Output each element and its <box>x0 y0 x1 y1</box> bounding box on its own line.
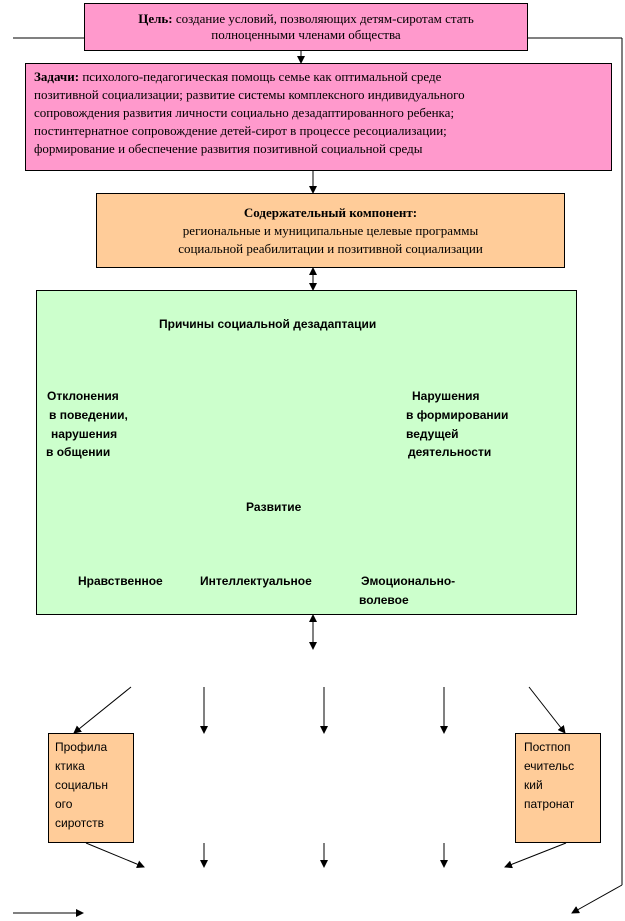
content-component-title-text: Содержательный компонент: <box>243 205 418 220</box>
tasks-box: Задачи: психолого-педагогическая помощь … <box>25 63 612 171</box>
right-frame-bottom-arrow <box>571 884 623 914</box>
prevention-line-1: Профила <box>55 740 108 754</box>
goal-label: Цель: <box>138 11 173 26</box>
causes-left-2: в поведении, <box>49 408 128 422</box>
prevention-line-4: ого <box>55 797 73 811</box>
tasks-text-3: сопровождения развития личности социальн… <box>34 105 455 120</box>
prevention-line-3: социальн <box>55 778 108 792</box>
causes-left-1: Отклонения <box>47 389 119 403</box>
patronage-line-4: патронат <box>524 797 575 811</box>
goal-text-1: создание условий, позволяющих детям-сиро… <box>175 11 474 26</box>
development-emotional-2: волевое <box>359 593 409 607</box>
content-component-title: Содержательный компонент: <box>97 204 564 222</box>
causes-right-4: деятельности <box>408 445 492 459</box>
tasks-text-5: формирование и обеспечение развития пози… <box>34 141 423 156</box>
development-title: Развитие <box>246 500 302 514</box>
goal-text-2: полноценными членами общества <box>211 27 401 42</box>
development-intellectual: Интеллектуальное <box>200 574 312 588</box>
prevention-line-5: сиротств <box>55 816 105 830</box>
causes-right-2: в формировании <box>406 408 509 422</box>
causes-box: Причины социальной дезадаптации Отклонен… <box>36 290 577 615</box>
tasks-text-4: постинтернатное сопровождение детей-сиро… <box>34 123 447 138</box>
causes-right-3: ведущей <box>406 427 459 441</box>
tasks-line-1: Задачи: психолого-педагогическая помощь … <box>34 68 611 86</box>
goal-line-1: Цель: создание условий, позволяющих детя… <box>85 11 527 27</box>
patronage-line-2: ечительс <box>524 759 575 773</box>
content-component-line-2: социальной реабилитации и позитивной соц… <box>178 241 483 256</box>
patronage-line-3: кий <box>524 778 543 792</box>
goal-box: Цель: создание условий, позволяющих детя… <box>84 3 528 51</box>
patronage-line-1: Постпоп <box>524 740 571 754</box>
prevention-line-2: ктика <box>55 759 85 773</box>
development-emotional-1: Эмоционально- <box>361 574 456 588</box>
arrow-to-patronage <box>528 686 566 734</box>
prevention-box: Профила ктика социальн ого сиротств <box>48 733 134 843</box>
causes-left-4: в общении <box>46 445 111 459</box>
arrow-to-prevention <box>73 686 132 734</box>
tasks-text-2: позитивной социализации; развитие систем… <box>34 87 465 102</box>
patronage-bottom-arrow <box>504 842 567 869</box>
tasks-label: Задачи: <box>34 69 80 84</box>
prevention-bottom-arrow <box>85 842 145 869</box>
tasks-text-1: психолого-педагогическая помощь семье ка… <box>82 69 442 84</box>
causes-left-3: нарушения <box>51 427 118 441</box>
development-moral: Нравственное <box>78 574 163 588</box>
causes-right-1: Нарушения <box>412 389 480 403</box>
content-component-line-1: региональные и муниципальные целевые про… <box>182 223 479 238</box>
patronage-box: Постпоп ечительс кий патронат <box>515 733 601 843</box>
content-component-box: Содержательный компонент: региональные и… <box>96 193 565 268</box>
causes-title: Причины социальной дезадаптации <box>159 317 377 331</box>
